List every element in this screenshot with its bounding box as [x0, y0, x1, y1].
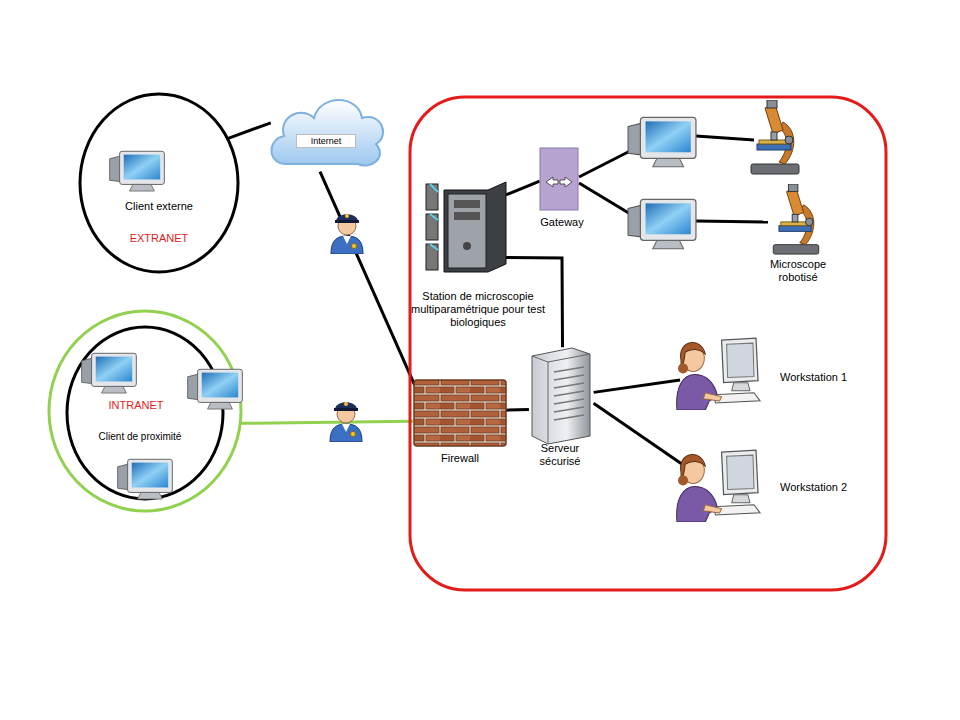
- network-link: [225, 123, 270, 140]
- network-link: [506, 181, 540, 195]
- network-link: [506, 258, 563, 348]
- firewall: Firewall: [410, 378, 510, 470]
- link-line: [225, 123, 270, 140]
- node-label: Gateway: [526, 216, 598, 229]
- link-line: [505, 408, 529, 412]
- node-label: Station de microscopie multiparamétrique…: [410, 290, 546, 329]
- node-label: EXTRANET: [104, 232, 214, 245]
- guard-icon: [330, 402, 362, 442]
- extranet-circle-shape: [78, 92, 240, 274]
- robotic-microscope: Microscope robotisé: [753, 184, 843, 284]
- node-label: Client de proximité: [80, 430, 200, 443]
- link-line: [241, 421, 413, 423]
- internet-cloud-shape: [266, 86, 386, 178]
- internet-cloud: Internet: [266, 86, 386, 178]
- link-line: [506, 181, 540, 195]
- secure-zone-outline: [410, 97, 886, 590]
- link-line: [320, 172, 418, 393]
- intranet-circle: INTRANET Client de proximité: [46, 308, 244, 514]
- link-line: [594, 403, 684, 465]
- workstation: Workstation 2: [668, 442, 868, 526]
- secure-server: Serveur sécurisé: [518, 346, 602, 468]
- node-label: Microscope robotisé: [758, 258, 838, 284]
- workstation: Workstation 1: [668, 332, 868, 412]
- link-line: [506, 258, 563, 348]
- node-label: Firewall: [410, 452, 510, 465]
- extranet-circle: Client externeEXTRANET: [78, 92, 240, 274]
- network-link: [505, 409, 529, 411]
- monitor-icon: [628, 199, 696, 248]
- link-line: [594, 380, 680, 392]
- node-label: Internet: [296, 134, 356, 148]
- node-label: Serveur sécurisé: [522, 442, 598, 468]
- node-label: Workstation 2: [780, 481, 866, 494]
- network-link: [320, 172, 418, 393]
- node-label: Client externe: [104, 200, 214, 213]
- gateway-box: Gateway: [526, 146, 598, 234]
- guard-icon: [331, 214, 363, 254]
- node-label: INTRANET: [86, 399, 186, 412]
- microscopy-station: Station de microscopie multiparamétrique…: [408, 180, 548, 345]
- network-link: [594, 403, 684, 465]
- microscope-icon: [751, 100, 799, 174]
- network-link: [594, 380, 680, 392]
- monitor-icon: [628, 117, 696, 166]
- network-link: [241, 421, 413, 423]
- node-label: Workstation 1: [780, 371, 866, 384]
